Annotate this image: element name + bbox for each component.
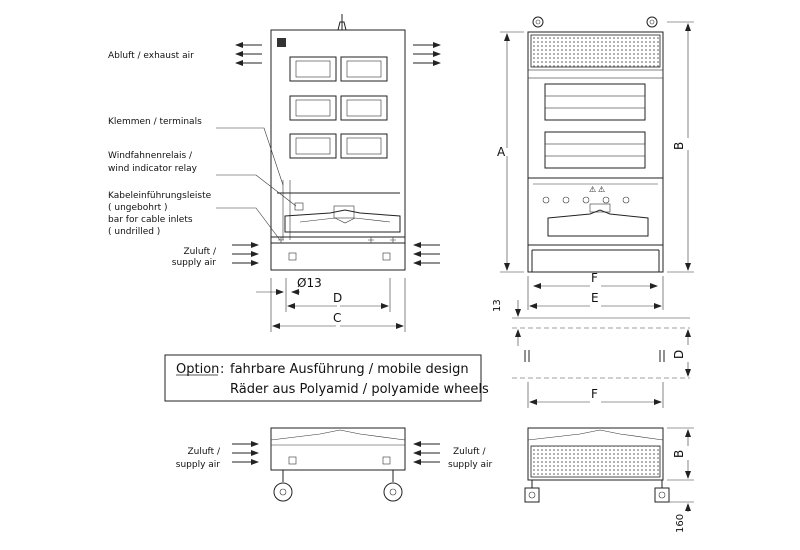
side-fan-housing	[547, 209, 649, 237]
supply-label-3a: Zuluft /	[453, 447, 486, 457]
exhaust-arrows-left	[235, 42, 262, 66]
dim-B-top: B	[672, 142, 686, 150]
option-box	[164, 354, 482, 402]
mobile-front-view	[232, 427, 440, 502]
supply-label-1a: Zuluft /	[183, 247, 216, 257]
supply-label-1b: supply air	[172, 258, 217, 268]
option-line2: Räder aus Polyamid / polyamide wheels	[230, 382, 489, 397]
cable-label-line4: ( undrilled )	[108, 227, 160, 237]
wheel-right	[383, 470, 403, 502]
supply-label-2a: Zuluft /	[187, 447, 220, 457]
dim-E: E	[591, 291, 599, 305]
fan-housing	[284, 209, 401, 233]
front-view	[216, 14, 441, 332]
leader-relay	[216, 174, 297, 207]
cable-label-line1: Kabeleinführungsleiste	[108, 191, 212, 201]
supply-label-3b: supply air	[448, 460, 493, 470]
relay-row-1	[289, 56, 388, 82]
dim-160: 160	[675, 514, 686, 533]
leader-cable	[216, 207, 281, 241]
relay-label-line2: wind indicator relay	[108, 164, 198, 174]
dim-F-bottom: F	[591, 387, 598, 401]
side-wheel-right	[654, 480, 670, 503]
supply-arrows-left	[232, 242, 259, 266]
relay-row-3	[289, 133, 388, 159]
mobile-side-view	[524, 427, 694, 512]
cable-inlet-crosses	[278, 237, 396, 243]
dim-D-right: D	[672, 350, 686, 359]
warning-symbol: ⚠	[589, 185, 596, 194]
option-title: Option	[176, 362, 219, 377]
side-terminal-symbols	[542, 196, 630, 204]
option-line1: fahrbare Ausführung / mobile design	[230, 362, 469, 377]
mobile-supply-arrows-left	[232, 441, 259, 465]
base-detail	[512, 300, 691, 408]
side-view: ⚠ ⚠	[500, 16, 694, 310]
option-colon: :	[220, 362, 224, 377]
exhaust-air-label: Abluft / exhaust air	[108, 51, 194, 61]
dim-A: A	[497, 145, 506, 159]
cable-label-line2: ( ungebohrt )	[108, 203, 168, 213]
side-wheel-left	[524, 480, 540, 503]
logo-mark	[277, 38, 286, 47]
supply-label-2b: supply air	[176, 460, 221, 470]
relay-box	[294, 202, 304, 211]
inlet-hole-left	[288, 252, 297, 261]
relay-label-line1: Windfahnenrelais /	[108, 151, 193, 161]
terminals-label: Klemmen / terminals	[108, 117, 202, 127]
side-relay-row-2	[544, 131, 646, 169]
side-relay-row-1	[544, 83, 646, 121]
dim-C: C	[333, 311, 341, 325]
wheel-left	[273, 470, 293, 502]
dim-F-top: F	[591, 271, 598, 285]
cable-label-line3: bar for cable inlets	[108, 215, 193, 225]
exhaust-grille	[530, 34, 661, 68]
mobile-supply-arrows-right	[413, 441, 440, 465]
supply-arrows-right	[413, 242, 440, 266]
dim-B-bottom: B	[672, 450, 686, 458]
lifting-eye-right	[646, 16, 658, 28]
relay-row-2	[289, 95, 388, 121]
exhaust-arrows-right	[413, 42, 441, 66]
dim-13: 13	[492, 299, 503, 312]
inlet-hole-right	[382, 252, 391, 261]
side-body	[527, 31, 664, 273]
dim-D-left: D	[333, 291, 342, 305]
leader-terminals	[216, 127, 284, 186]
warning-symbol-2: ⚠	[598, 185, 605, 194]
lifting-eye-left	[532, 16, 544, 28]
cabinet-body	[270, 29, 406, 271]
dim-diameter: Ø13	[297, 276, 322, 290]
